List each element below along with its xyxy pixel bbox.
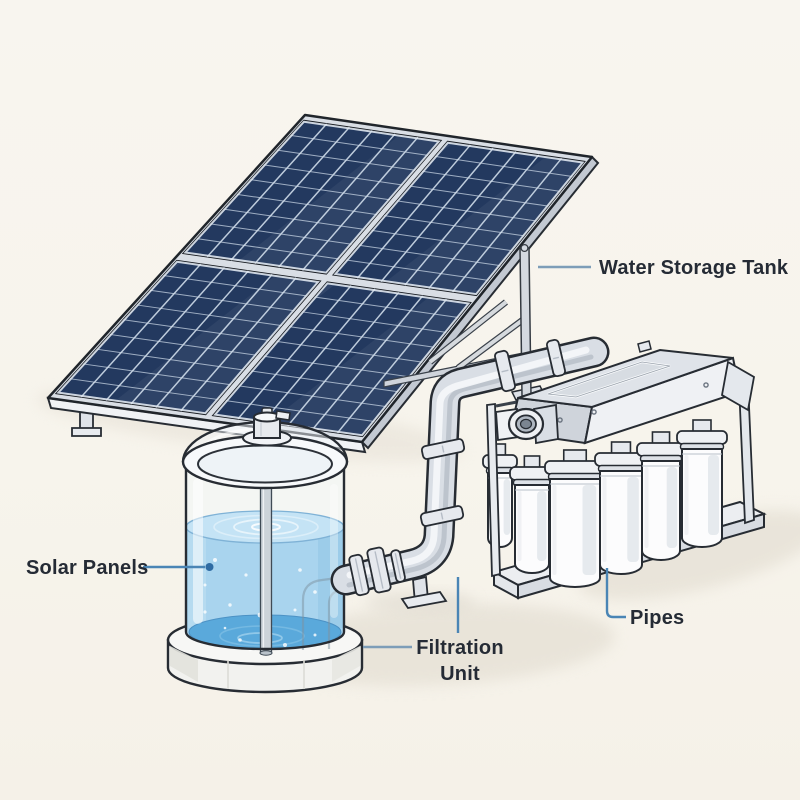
label-filtration-unit: Filtration Unit <box>400 635 520 687</box>
label-pipes: Pipes <box>630 606 684 630</box>
label-solar-panels: Solar Panels <box>26 556 148 580</box>
water-storage-tank <box>168 408 362 692</box>
label-water-storage-tank: Water Storage Tank <box>599 256 788 280</box>
label-filtration-unit-line1: Filtration <box>400 635 520 661</box>
label-filtration-unit-line2: Unit <box>400 661 520 687</box>
leader-solar-panels-dot <box>206 563 214 571</box>
